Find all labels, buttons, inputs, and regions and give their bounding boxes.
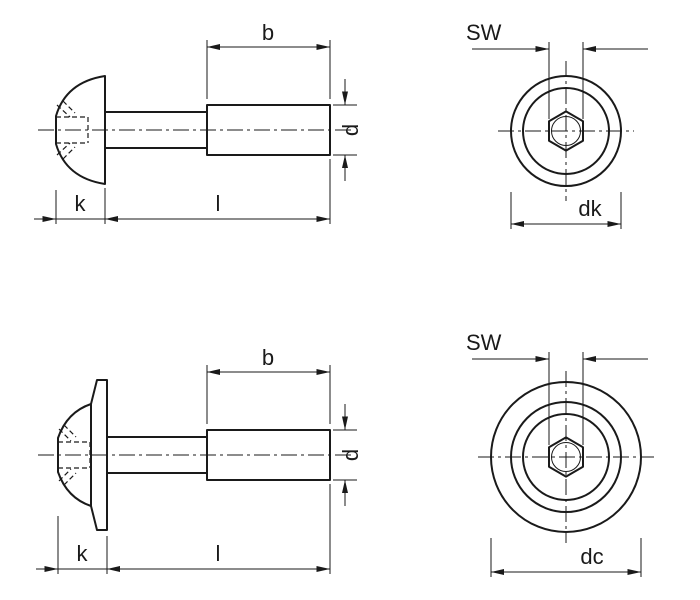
- dim-label-sw: SW: [466, 20, 502, 45]
- hex-socket: [548, 436, 584, 478]
- head-outer-circle: [510, 401, 622, 513]
- screw-head-outline: [55, 75, 106, 185]
- dim-label-k: k: [77, 541, 89, 566]
- dimension-b: b: [206, 345, 331, 424]
- socket-pilot-circle: [551, 116, 581, 146]
- socket-hidden-lines: [56, 100, 89, 160]
- socket-hidden-lines: [58, 424, 91, 486]
- dimension-dc: dc: [490, 538, 642, 577]
- dim-label-k: k: [75, 191, 87, 216]
- head-outer-circle: [510, 75, 622, 187]
- dim-label-b: b: [262, 345, 274, 370]
- head-dome-circle: [522, 87, 610, 175]
- dim-label-b: b: [262, 20, 274, 45]
- view-top-side-screw: b d k l: [34, 20, 363, 224]
- dim-label-dc: dc: [580, 544, 603, 569]
- dim-label-sw: SW: [466, 330, 502, 355]
- dim-label-d: d: [338, 449, 363, 461]
- dimension-d: d: [333, 79, 363, 181]
- view-bottom-side-screw: b d k l: [36, 345, 363, 574]
- dim-label-d: d: [338, 124, 363, 136]
- head-dome-circle: [522, 413, 610, 501]
- dim-label-l: l: [216, 191, 221, 216]
- dim-label-l: l: [216, 541, 221, 566]
- socket-pilot-circle: [551, 442, 581, 472]
- dimension-d: d: [333, 404, 363, 506]
- dimension-sw: SW: [466, 330, 648, 445]
- dimension-dk: dk: [510, 192, 622, 229]
- hex-socket: [548, 110, 584, 152]
- flanged-head-outline: [57, 379, 108, 531]
- dim-label-dk: dk: [578, 196, 602, 221]
- dimension-k-l: k l: [34, 159, 331, 224]
- view-top-end-head: SW dk: [466, 20, 648, 229]
- view-bottom-end-head: SW dc: [466, 330, 654, 577]
- dimension-b: b: [206, 20, 331, 99]
- dimension-sw: SW: [466, 20, 648, 119]
- dimension-k-l: k l: [36, 484, 331, 574]
- flange-outer-circle: [490, 381, 642, 533]
